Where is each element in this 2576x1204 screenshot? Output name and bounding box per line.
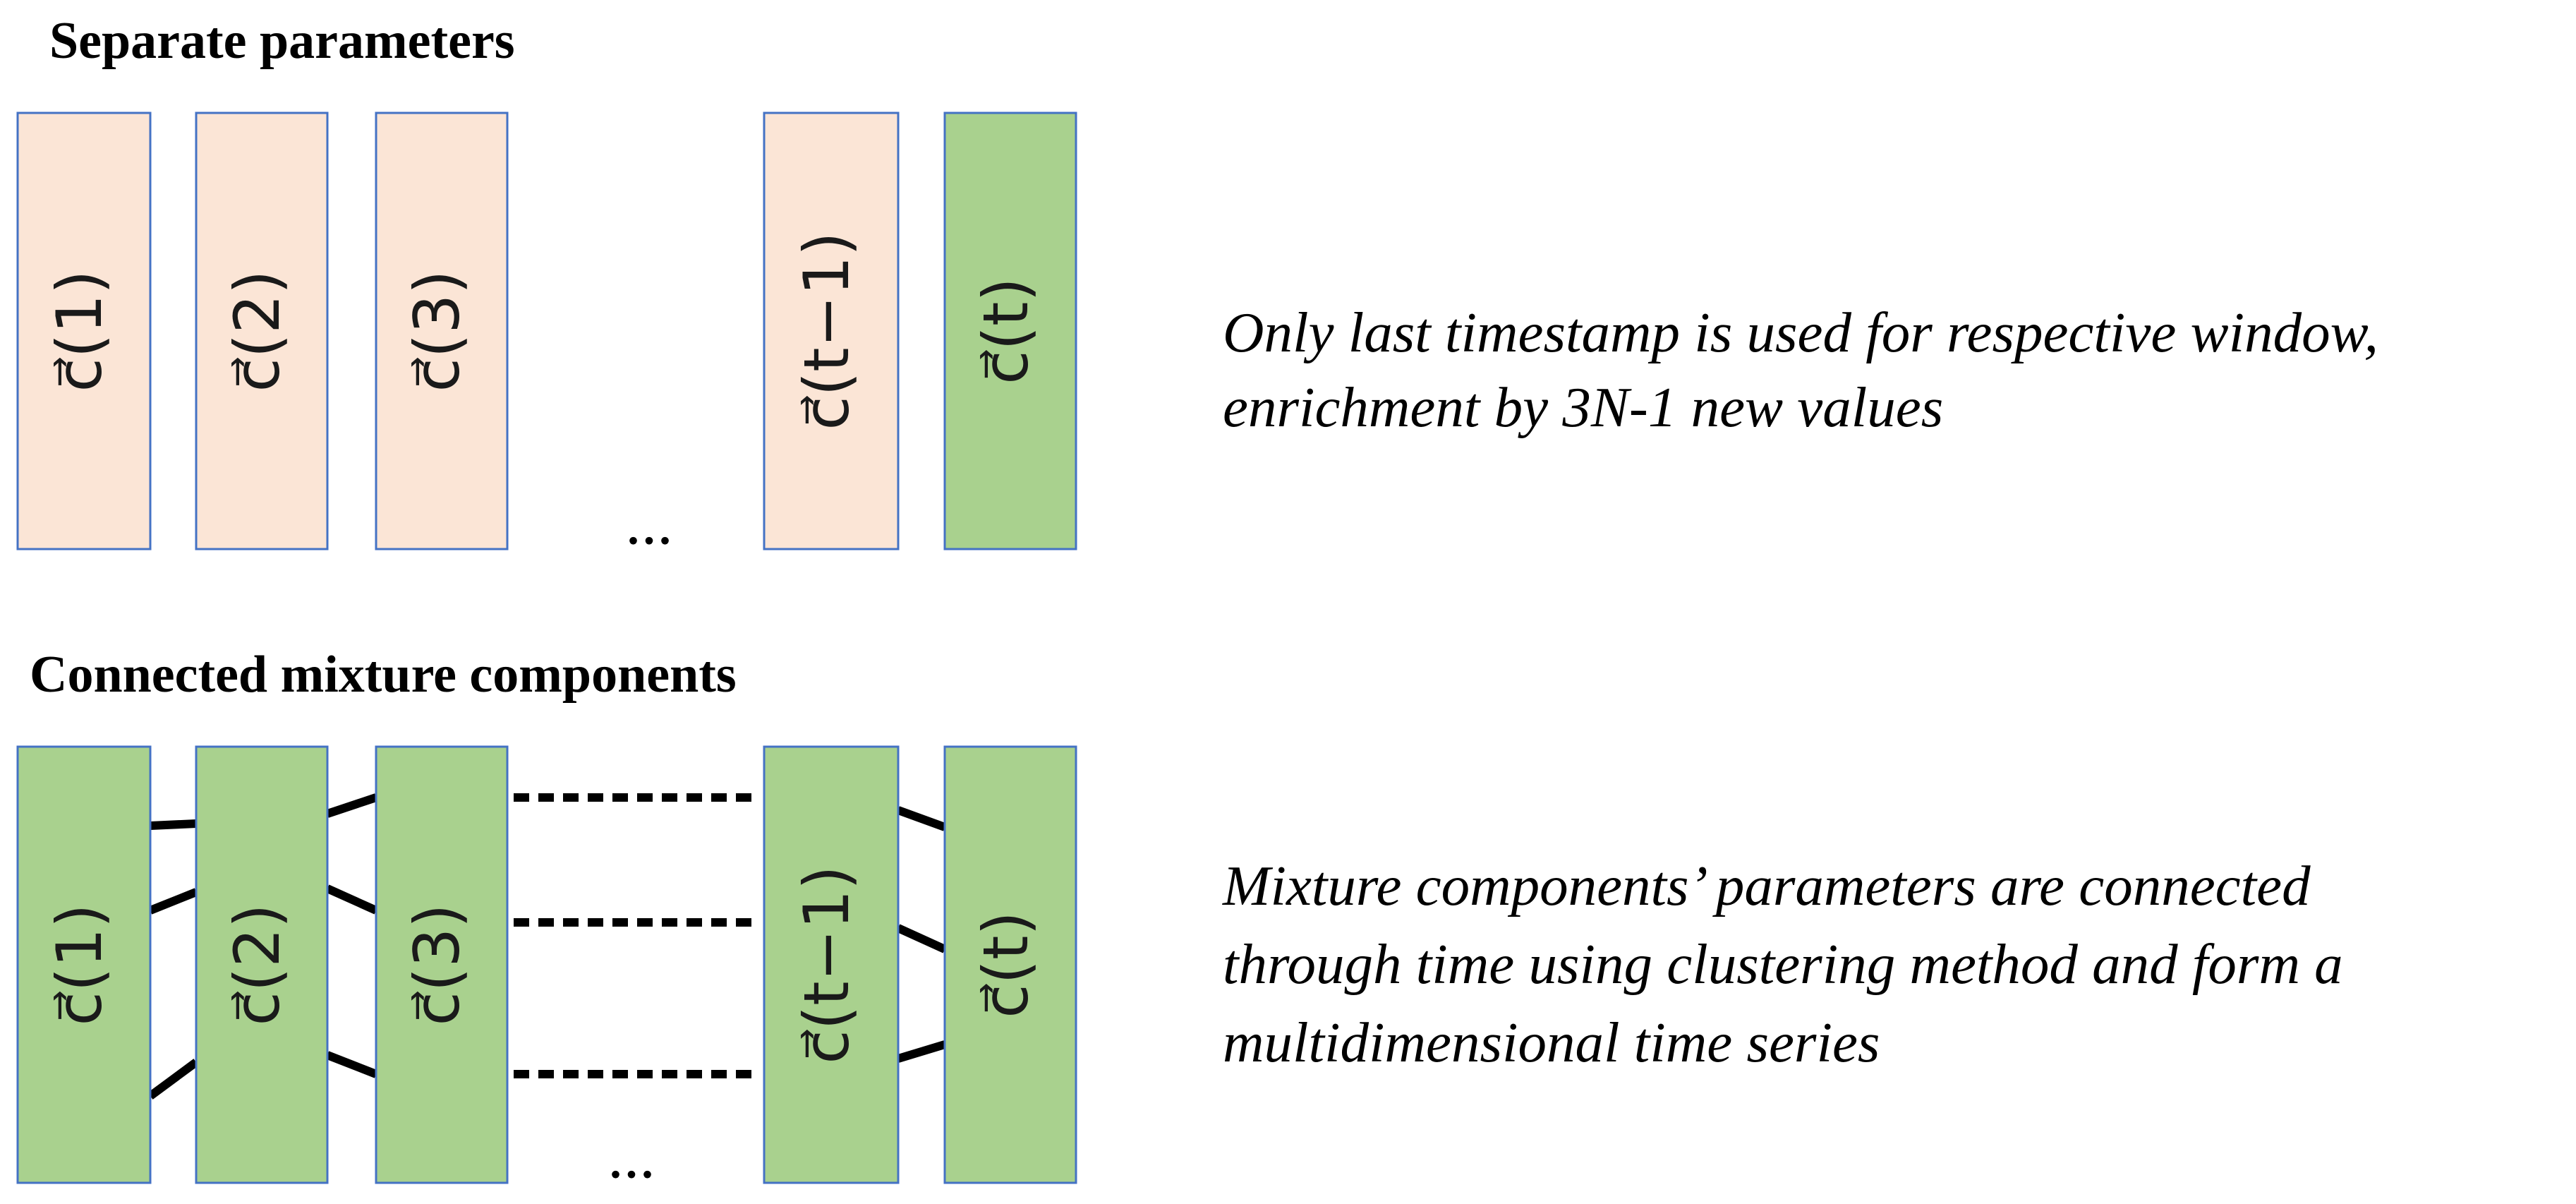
top-box-5-label: c⃗(t) xyxy=(969,277,1042,385)
bottom-box-3-rect xyxy=(375,745,509,1184)
top-box-3-label: c⃗(3) xyxy=(401,270,473,392)
top-box-4: c⃗(t−1) xyxy=(763,112,900,550)
top-box-1-rect xyxy=(16,112,152,550)
top-box-2-rect xyxy=(195,112,329,550)
top-box-5: c⃗(t) xyxy=(943,112,1077,550)
top-ellipsis: ... xyxy=(625,488,673,558)
bottom-box-2-rect xyxy=(195,745,329,1184)
bottom-heading: Connected mixture components xyxy=(30,646,737,704)
bottom-box-5-label: c⃗(t) xyxy=(969,911,1042,1018)
connector-t1-t-b xyxy=(896,924,947,953)
bottom-box-5-rect xyxy=(943,745,1077,1184)
bottom-box-1-label: c⃗(1) xyxy=(43,903,116,1025)
connector-t1-t-a xyxy=(896,806,947,831)
bottom-box-2-label: c⃗(2) xyxy=(221,903,294,1025)
bottom-box-4-rect xyxy=(763,745,900,1184)
top-heading: Separate parameters xyxy=(49,12,515,70)
connector-1-2-b xyxy=(148,888,198,915)
top-box-4-label: c⃗(t−1) xyxy=(790,231,863,430)
bottom-ellipsis: ... xyxy=(607,1121,655,1191)
top-box-3-rect xyxy=(375,112,509,550)
bottom-description-line-1: Mixture components’ parameters are conne… xyxy=(1222,854,2311,917)
bottom-box-5: c⃗(t) xyxy=(943,745,1077,1184)
bottom-box-1: c⃗(1) xyxy=(16,745,152,1184)
connectors xyxy=(147,793,947,1100)
bottom-box-3-label: c⃗(3) xyxy=(401,903,473,1025)
connector-1-2-c xyxy=(147,1059,199,1100)
top-description-line-1: Only last timestamp is used for respecti… xyxy=(1223,301,2378,364)
connector-2-3-b xyxy=(325,884,378,915)
top-box-1-label: c⃗(1) xyxy=(43,270,116,392)
top-box-2: c⃗(2) xyxy=(195,112,329,550)
top-box-2-label: c⃗(2) xyxy=(221,270,294,392)
top-box-5-rect xyxy=(943,112,1077,550)
top-box-4-rect xyxy=(763,112,900,550)
top-box-3: c⃗(3) xyxy=(375,112,509,550)
connector-t1-t-c xyxy=(897,1040,946,1063)
connector-1-2-a xyxy=(150,819,197,830)
connector-2-3-a xyxy=(326,793,377,818)
bottom-box-2: c⃗(2) xyxy=(195,745,329,1184)
bottom-description-line-3: multidimensional time series xyxy=(1223,1011,1880,1074)
bottom-box-1-rect xyxy=(16,745,152,1184)
top-description-line-2: enrichment by 3N-1 new values xyxy=(1223,375,1943,439)
connector-2-3-c xyxy=(325,1051,378,1078)
top-box-1: c⃗(1) xyxy=(16,112,152,550)
bottom-box-3: c⃗(3) xyxy=(375,745,509,1184)
bottom-box-4-label: c⃗(t−1) xyxy=(790,865,863,1064)
bottom-description-line-2: through time using clustering method and… xyxy=(1223,932,2343,996)
bottom-box-4: c⃗(t−1) xyxy=(763,745,900,1184)
